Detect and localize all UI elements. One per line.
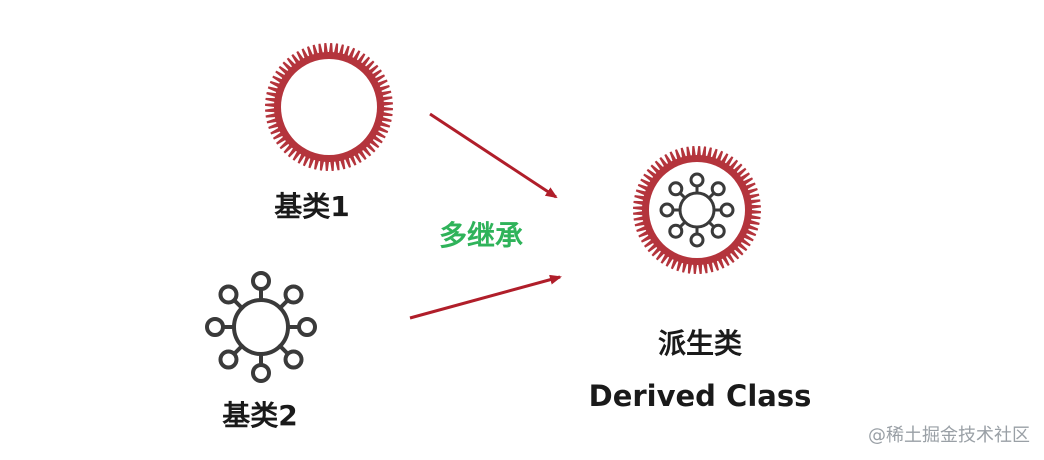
base1-label: 基类1: [274, 190, 349, 223]
derived-label: 派生类: [658, 327, 742, 360]
base2-label: 基类2: [222, 399, 297, 432]
base2-virus-icon: [205, 271, 317, 383]
derived-gear-ring-icon: [633, 146, 761, 274]
base1-gear-ring-icon: [265, 43, 393, 171]
arrow-from-base1: [429, 112, 558, 199]
watermark: @稀土掘金技术社区: [868, 425, 1030, 446]
derived-sublabel: Derived Class: [589, 379, 812, 413]
multiple-inheritance-label: 多继承: [439, 219, 523, 252]
derived-virus-icon: [659, 172, 735, 248]
arrow-from-base2: [409, 274, 562, 320]
